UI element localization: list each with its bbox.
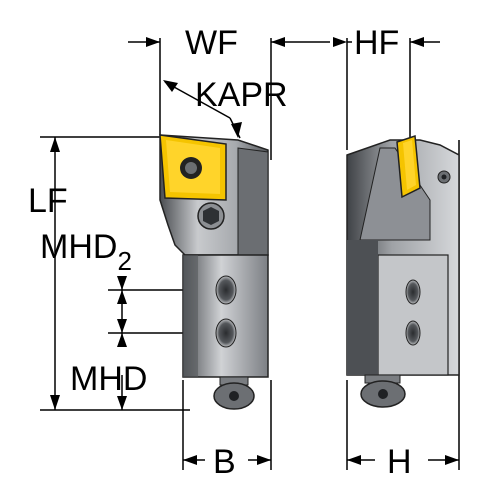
clamp-block (237, 147, 269, 256)
clamp-screw-icon (197, 202, 225, 230)
side-hole-upper (405, 279, 421, 305)
label-wf: WF (185, 24, 238, 62)
shank-hole-upper (215, 275, 237, 305)
label-lf: LF (28, 182, 68, 220)
side-hole-lower (405, 320, 421, 346)
label-mhd2-main: MHD (40, 228, 117, 266)
cutting-insert (159, 134, 227, 201)
side-view (346, 134, 460, 408)
label-mhd2: MHD2 (40, 228, 132, 276)
side-insert (396, 134, 421, 199)
label-b: B (213, 443, 236, 481)
label-h: H (387, 443, 412, 481)
dimension-arrowheads (50, 37, 459, 465)
shank-hole-lower (215, 318, 237, 348)
side-coolant-plug (360, 374, 406, 408)
side-wedge (359, 147, 431, 241)
label-kapr: KAPR (195, 76, 288, 114)
label-hf: HF (354, 24, 399, 62)
side-shank (377, 254, 449, 376)
side-screw-icon (437, 170, 451, 184)
front-view (159, 134, 269, 410)
coolant-plug (213, 376, 255, 410)
label-mhd2-sub: 2 (117, 246, 131, 276)
label-mhd: MHD (70, 360, 147, 398)
labels: WF HF KAPR LF MHD2 MHD B H (28, 24, 412, 481)
